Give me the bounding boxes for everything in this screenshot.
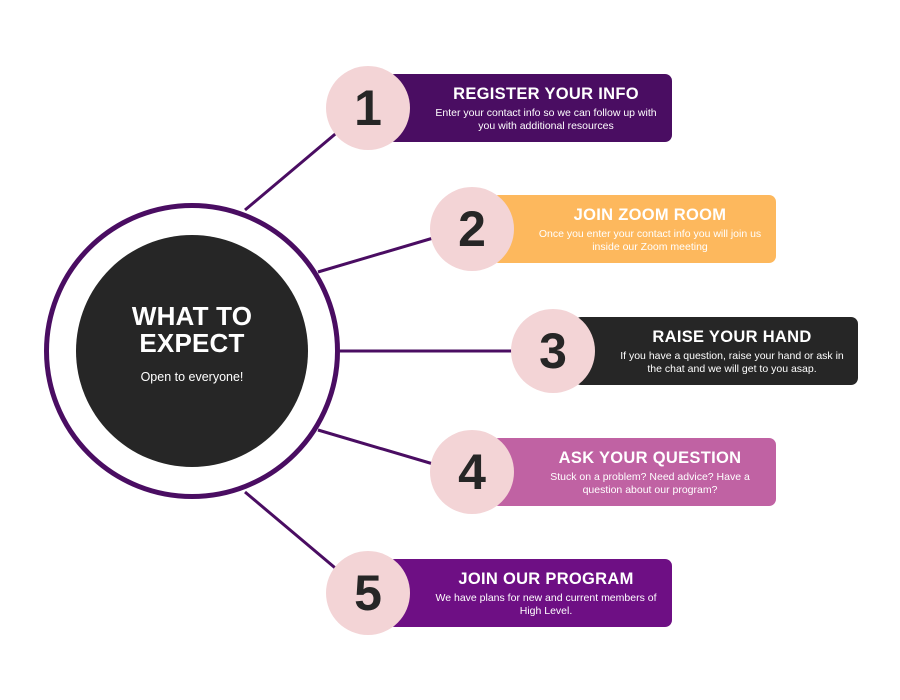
step-5-banner: JOIN OUR PROGRAM We have plans for new a… xyxy=(388,559,672,627)
step-2-number-badge: 2 xyxy=(430,187,514,271)
hub-title: WHAT TO EXPECT xyxy=(131,301,253,358)
step-3-title: RAISE YOUR HAND xyxy=(652,328,812,346)
connector-line-2 xyxy=(317,234,441,274)
step-2-banner: JOIN ZOOM ROOM Once you enter your conta… xyxy=(492,195,776,263)
step-1-banner: REGISTER YOUR INFO Enter your contact in… xyxy=(388,74,672,142)
connector-line-4 xyxy=(317,428,441,468)
step-3-number-badge: 3 xyxy=(511,309,595,393)
step-4-description: Stuck on a problem? Need advice? Have a … xyxy=(550,471,750,496)
step-1-title: REGISTER YOUR INFO xyxy=(453,85,639,103)
connector-line-5 xyxy=(244,490,341,574)
step-3-banner: RAISE YOUR HAND If you have a question, … xyxy=(574,317,858,385)
step-1-number-badge: 1 xyxy=(326,66,410,150)
step-4-banner: ASK YOUR QUESTION Stuck on a problem? Ne… xyxy=(492,438,776,506)
step-2-description: Once you enter your contact info you wil… xyxy=(538,228,762,253)
hub-subtitle: Open to everyone! xyxy=(140,370,244,384)
step-1-description: Enter your contact info so we can follow… xyxy=(435,107,657,132)
step-4-title: ASK YOUR QUESTION xyxy=(558,449,742,467)
step-5-title: JOIN OUR PROGRAM xyxy=(458,570,634,588)
step-4-number-badge: 4 xyxy=(430,430,514,514)
hub-circle: WHAT TO EXPECT Open to everyone! xyxy=(76,235,308,467)
step-2-title: JOIN ZOOM ROOM xyxy=(573,206,727,224)
step-3-description: If you have a question, raise your hand … xyxy=(620,350,844,375)
connector-line-1 xyxy=(244,128,341,212)
step-5-number-badge: 5 xyxy=(326,551,410,635)
step-5-description: We have plans for new and current member… xyxy=(435,592,657,617)
